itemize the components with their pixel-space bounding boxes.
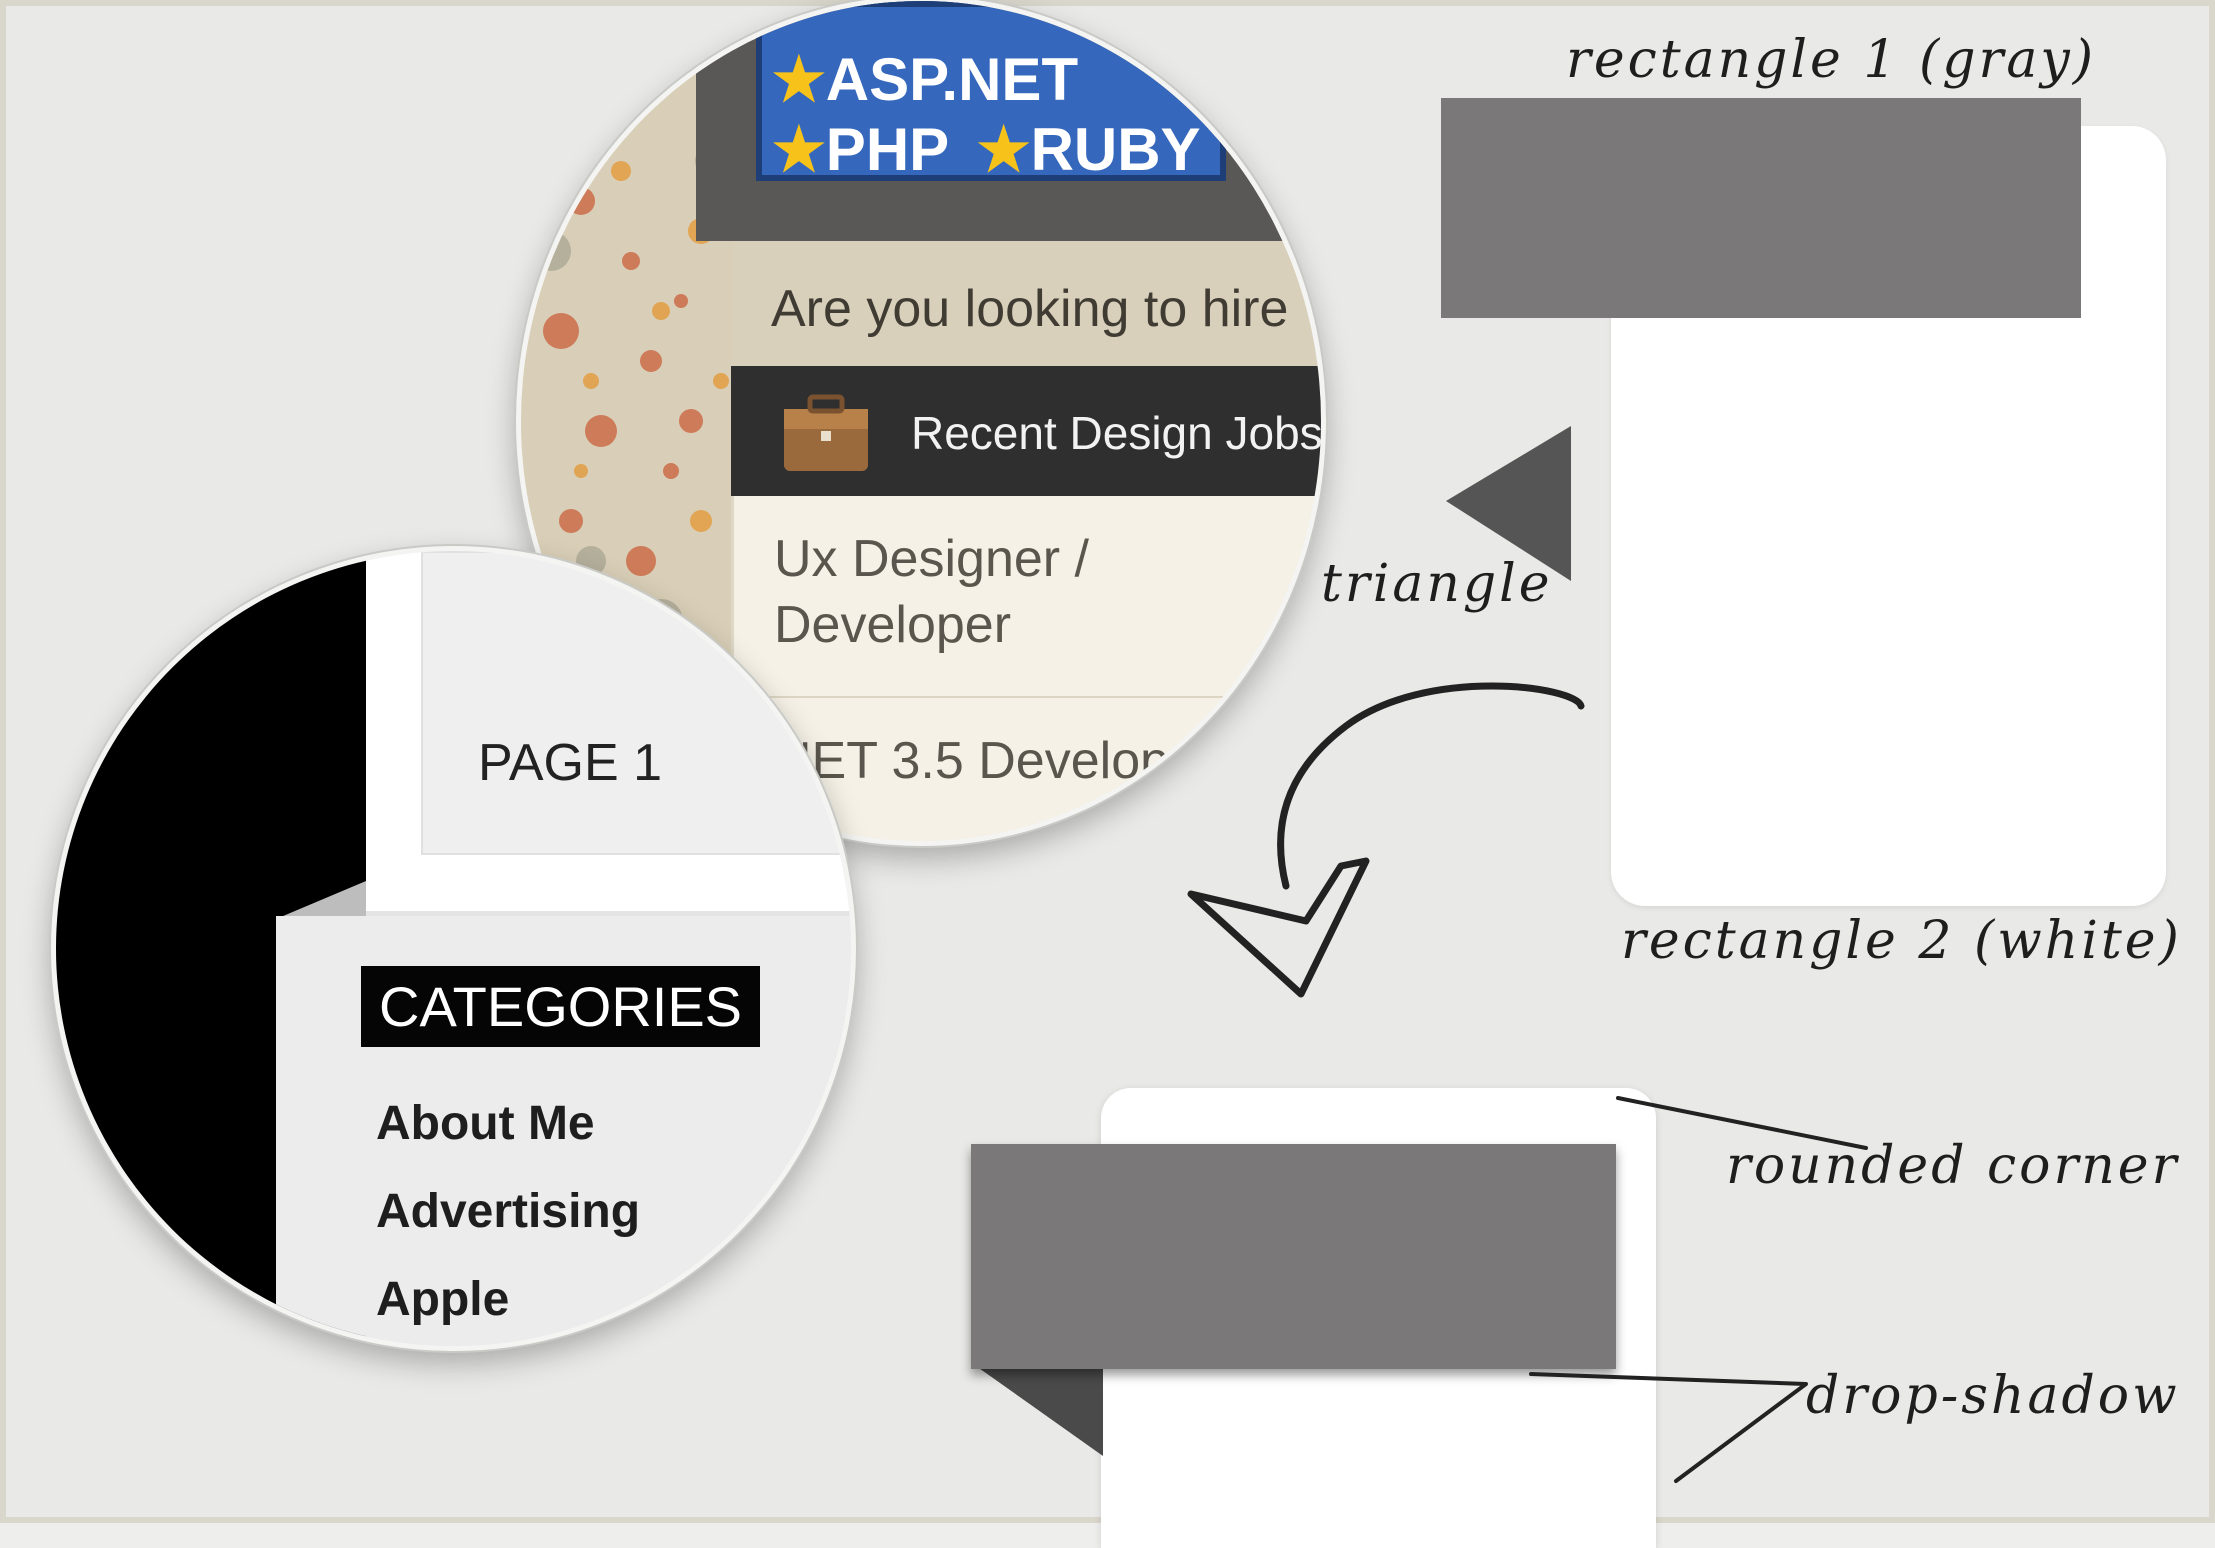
tech-php: PHP <box>825 116 949 183</box>
label-rectangle-1: rectangle 1 (gray) <box>1566 30 2097 90</box>
result-triangle <box>976 1366 1103 1456</box>
zoom-circle-categories: PAGE 1 CATEGORIES About Me Advertising A… <box>51 546 856 1351</box>
recent-jobs-title: Recent Design Jobs <box>911 407 1323 459</box>
page-panel: PAGE 1 <box>366 551 851 911</box>
tech-banner: ★ASP.NET ★PHP ★RUBY <box>756 1 1226 183</box>
label-triangle: triangle <box>1321 554 1553 614</box>
label-rectangle-2: rectangle 2 (white) <box>1621 911 2182 971</box>
categories-heading: CATEGORIES <box>361 966 761 1047</box>
hire-prompt-text: Are you looking to hire <box>771 280 1289 338</box>
callout-lines <box>1529 1096 1868 1483</box>
categories-panel: CATEGORIES About Me Advertising Apple <box>276 916 851 1346</box>
label-drop-shadow: drop-shadow <box>1806 1366 2180 1426</box>
star-icon: ★ <box>772 116 826 183</box>
category-link[interactable]: Apple <box>376 1273 510 1326</box>
curved-arrow-icon <box>1187 682 1585 998</box>
gray-rectangle-1 <box>1441 98 2081 318</box>
recent-jobs-header: Recent Design Jobs <box>731 366 1323 496</box>
star-icon: ★ <box>976 116 1031 183</box>
tech-aspnet: ASP.NET <box>825 46 1079 113</box>
category-link[interactable]: Advertising <box>376 1185 641 1238</box>
hire-prompt-bar[interactable]: Are you looking to hire <box>731 241 1321 366</box>
job-divider <box>734 696 1321 698</box>
label-rounded-corner: rounded corner <box>1726 1136 2180 1196</box>
star-icon: ★ <box>772 46 826 113</box>
category-link[interactable]: About Me <box>376 1097 595 1150</box>
briefcase-icon <box>784 394 868 471</box>
triangle-shape <box>1446 426 1571 581</box>
result-gray-rectangle <box>971 1144 1616 1369</box>
page-label[interactable]: PAGE 1 <box>478 734 663 792</box>
fold-triangle <box>276 881 366 919</box>
tech-ruby: RUBY <box>1030 116 1201 183</box>
